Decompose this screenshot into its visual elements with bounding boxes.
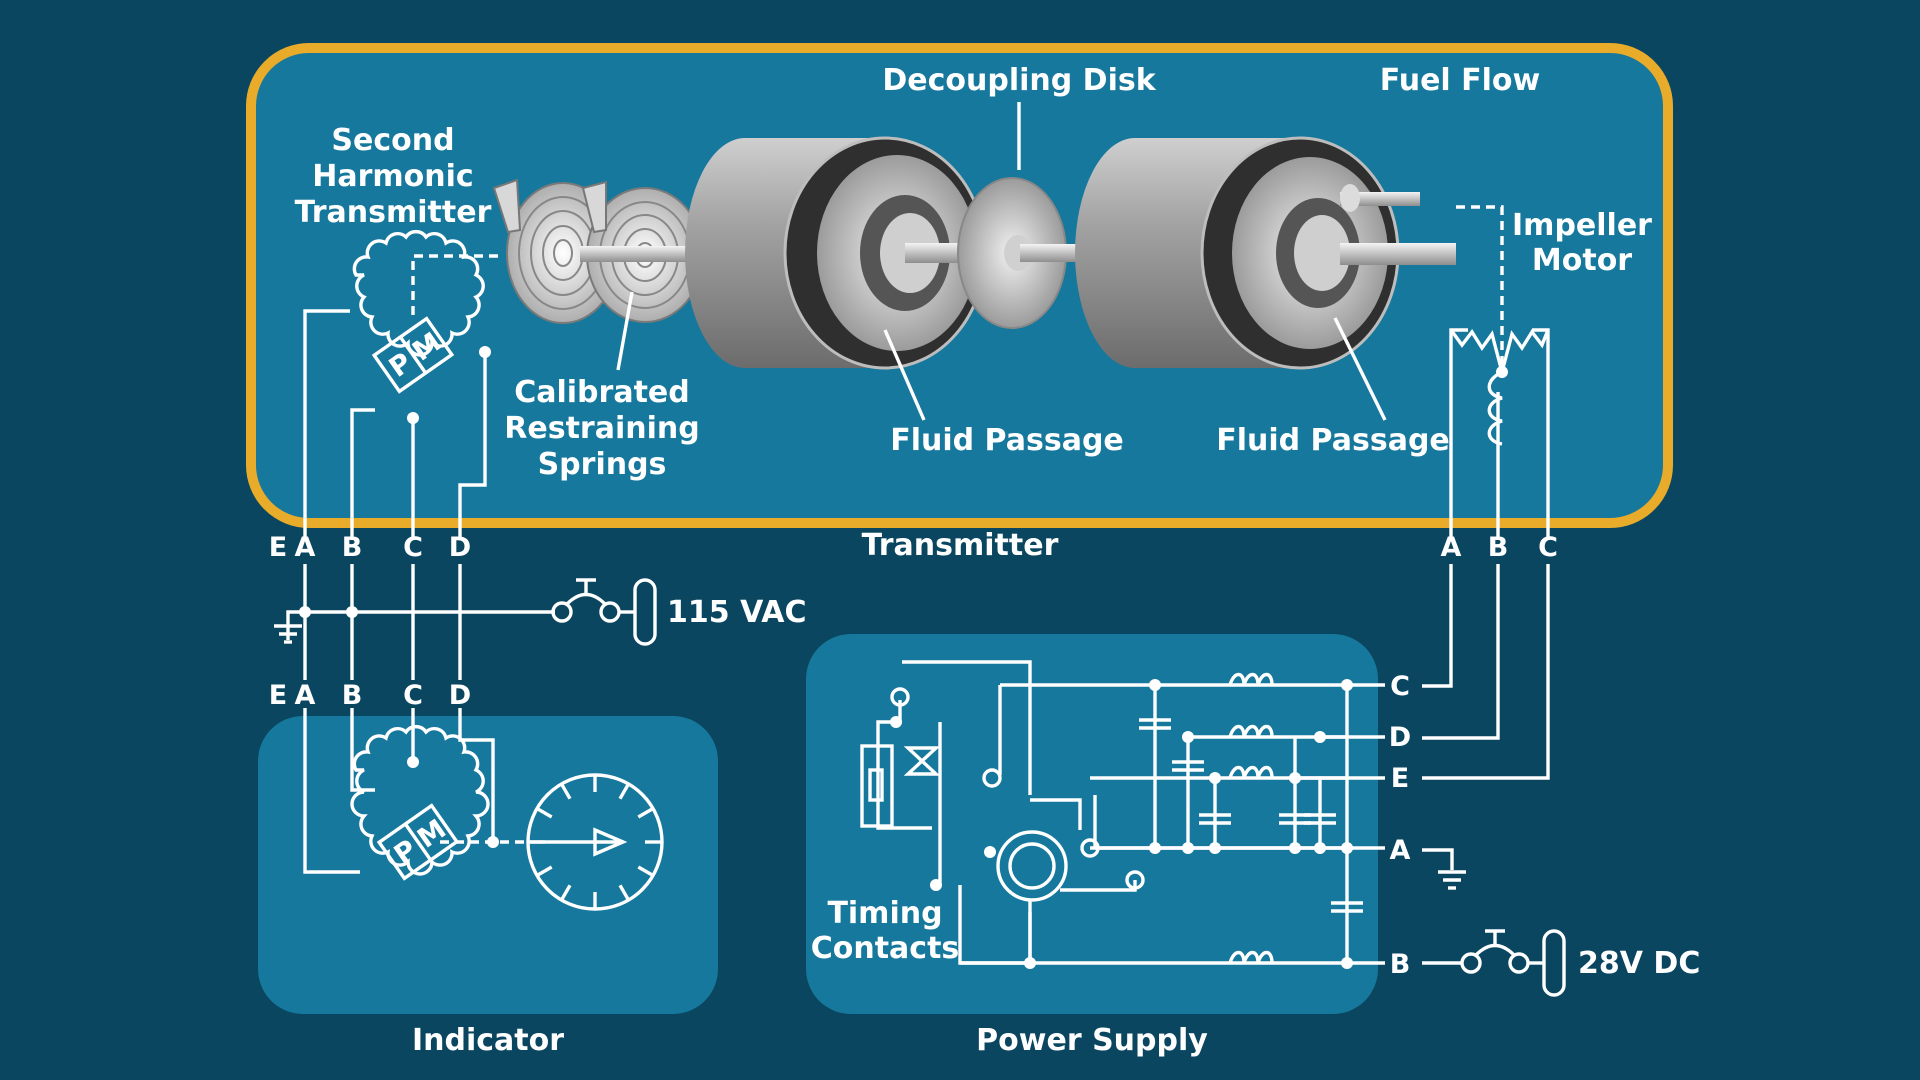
transmitter-left-terminals: E A B C D [269, 532, 471, 563]
indicator-panel [258, 716, 718, 1014]
second-harmonic-label-3: Transmitter [295, 195, 492, 230]
terminal-label: B [342, 532, 363, 563]
terminal-label: E [1391, 763, 1409, 794]
impeller-motor-label-2: Motor [1532, 243, 1632, 278]
terminal-label: A [295, 680, 316, 711]
gauge-tick [536, 865, 553, 877]
vac-label: 115 VAC [667, 595, 806, 630]
calibrated-springs-label-1: Calibrated [514, 375, 690, 410]
calibrated-springs-label-3: Springs [538, 447, 667, 482]
power-supply-circuit [860, 660, 1363, 969]
terminal-label: C [403, 680, 423, 711]
calibrated-restraining-springs [492, 178, 704, 324]
terminal-label: C [403, 532, 423, 563]
gauge-tick [618, 884, 630, 901]
fuel-flow-label: Fuel Flow [1380, 63, 1541, 98]
vdc-label: 28V DC [1578, 946, 1700, 981]
transmitter-label: Transmitter [862, 528, 1059, 563]
transmitter-wiring [303, 205, 1550, 540]
calibrated-springs-label-2: Restraining [504, 411, 699, 446]
gauge-tick [536, 807, 553, 819]
ac-switch[interactable] [551, 578, 657, 646]
transmitter-right-terminals: A B C [1441, 532, 1558, 563]
terminal-label: E [269, 680, 287, 711]
fluid-passage-label-right: Fluid Passage [1216, 423, 1450, 458]
impeller-cylinder-right [1075, 136, 1456, 370]
gauge-tick [637, 865, 654, 877]
timing-contacts-label-2: Contacts [811, 931, 960, 966]
indicator-gauge [526, 773, 664, 911]
fluid-passage-label-left: Fluid Passage [890, 423, 1124, 458]
decoupling-disk [957, 177, 1090, 329]
impeller-cylinder-left [685, 136, 1005, 370]
gauge-tick [618, 783, 630, 800]
terminal-label: B [1488, 532, 1509, 563]
terminal-label: B [342, 680, 363, 711]
second-harmonic-label-2: Harmonic [312, 159, 473, 194]
ac-bus [274, 564, 555, 680]
impeller-motor-label-1: Impeller [1512, 208, 1652, 243]
decoupling-disk-label: Decoupling Disk [882, 63, 1156, 98]
gauge-tick [637, 807, 654, 819]
gauge-tick [560, 783, 572, 800]
terminal-label: D [449, 680, 471, 711]
second-harmonic-label-1: Second [331, 123, 454, 158]
terminal-label: A [1441, 532, 1462, 563]
indicator-top-terminals: E A B C D [269, 680, 471, 711]
terminal-label: D [1389, 722, 1411, 753]
gauge-tick [560, 884, 572, 901]
callout-lines [616, 102, 1387, 421]
terminal-label: C [1538, 532, 1558, 563]
power-supply-terminals: C D E A B [1389, 671, 1411, 980]
power-supply-label: Power Supply [976, 1023, 1208, 1058]
terminal-label: E [269, 532, 287, 563]
indicator-label: Indicator [412, 1023, 564, 1058]
dc-switch[interactable] [1460, 929, 1566, 997]
terminal-label: B [1390, 949, 1411, 980]
dc-output-wiring [1422, 564, 1550, 965]
terminal-label: D [449, 532, 471, 563]
terminal-label: A [1390, 835, 1411, 866]
terminal-label: A [295, 532, 316, 563]
terminal-label: C [1390, 671, 1410, 702]
timing-contacts-label-1: Timing [827, 896, 942, 931]
